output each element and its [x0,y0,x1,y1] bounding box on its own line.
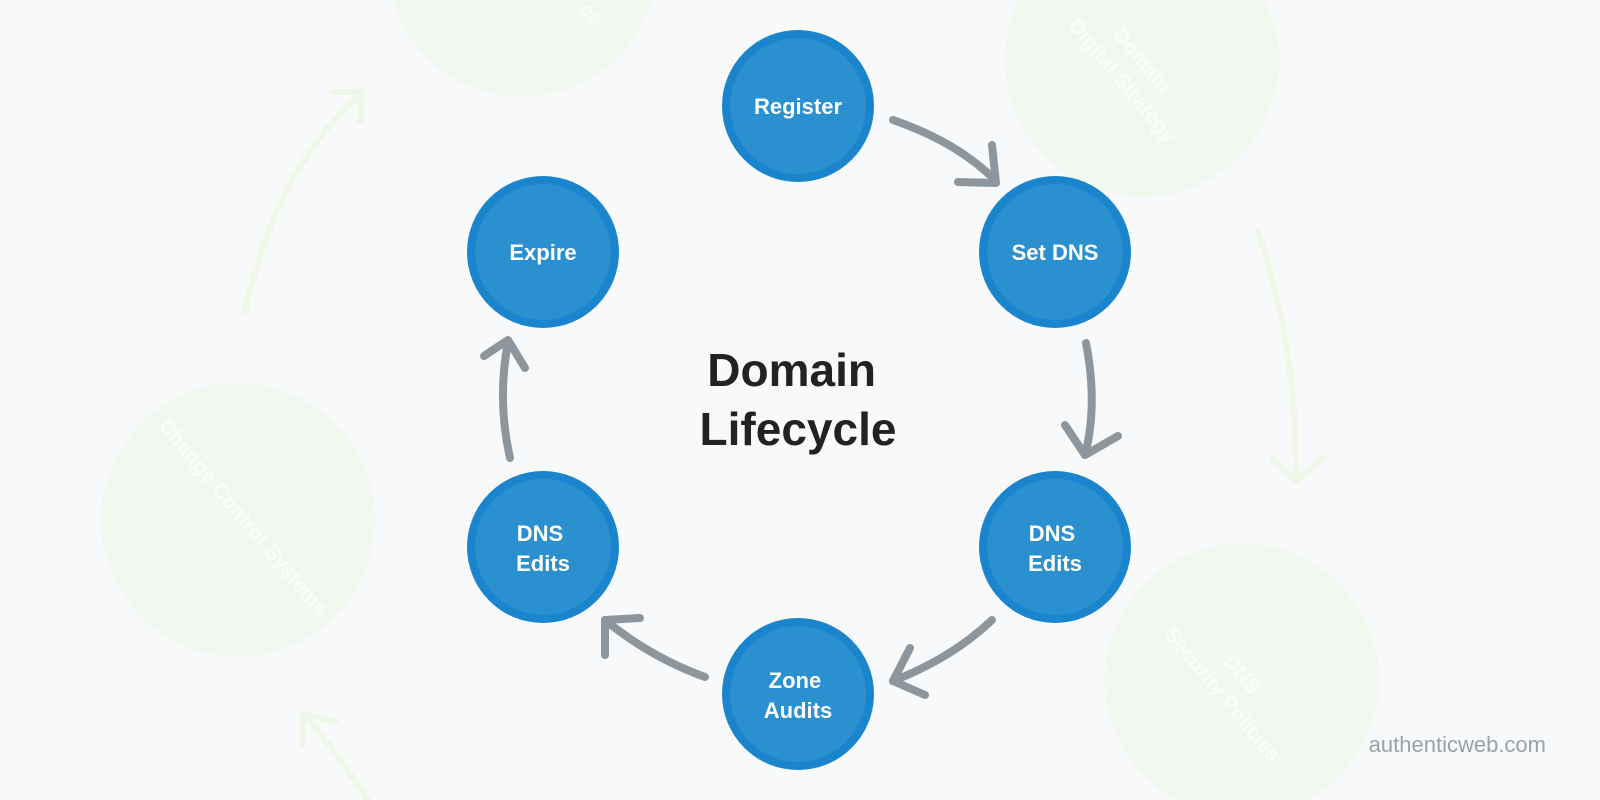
bg-circle-top-left [392,0,652,97]
diagram-title: Domain Lifecycle [700,344,897,455]
flow-arrows [480,116,1122,699]
bg-arrow-right [1255,229,1300,481]
bg-arrow-left [242,89,365,315]
node-register-label: Register [754,94,842,119]
bg-arrow-left-head [329,89,365,125]
bg-circle-left [101,383,375,657]
node-dns-edits-left: DNS Edits [467,471,619,623]
node-dns-edits-left-label: DNS Edits [516,521,570,576]
arrow-dns-edits-to-zone-audits-head [889,644,929,699]
node-expire-inner [475,184,611,320]
node-set-dns-label: Set DNS [1012,240,1099,265]
node-zone-audits-inner [730,626,866,762]
arrow-set-dns-to-dns-edits [1081,339,1096,459]
node-register-inner [730,38,866,174]
arrow-dns-edits-to-expire [498,338,514,462]
bg-arrow-bottom-left-head [300,711,339,748]
arrow-dns-edits-to-expire-head [480,336,529,372]
bg-arrow-right-head [1269,455,1325,485]
background-decoration: ce Domain Digital Strategy Change Contro… [101,0,1379,800]
bg-circle-top-right [1005,0,1279,197]
node-dns-edits-left-inner [475,479,611,615]
node-expire: Expire [467,176,619,328]
bg-circle-bottom-right [1105,543,1379,800]
arrow-dns-edits-to-zone-audits [889,616,996,685]
arrow-register-to-set-dns [889,116,999,184]
arrow-zone-audits-to-dns-edits-head [601,614,644,659]
node-dns-edits-right: DNS Edits [979,471,1131,623]
node-zone-audits: Zone Audits [722,618,874,770]
arrow-set-dns-to-dns-edits-head [1061,421,1122,459]
node-expire-label: Expire [509,240,576,265]
watermark-text: authenticweb.com [1368,732,1546,757]
node-set-dns-inner [987,184,1123,320]
bg-arrow-bottom-left [302,713,371,800]
arrow-zone-audits-to-dns-edits [601,616,709,681]
node-dns-edits-right-inner [987,479,1123,615]
arrow-register-to-set-dns-head [954,141,1000,187]
node-set-dns: Set DNS [979,176,1131,328]
node-dns-edits-right-label: DNS Edits [1028,521,1082,576]
node-zone-audits-label: Zone Audits [764,668,832,723]
node-register: Register [722,30,874,182]
